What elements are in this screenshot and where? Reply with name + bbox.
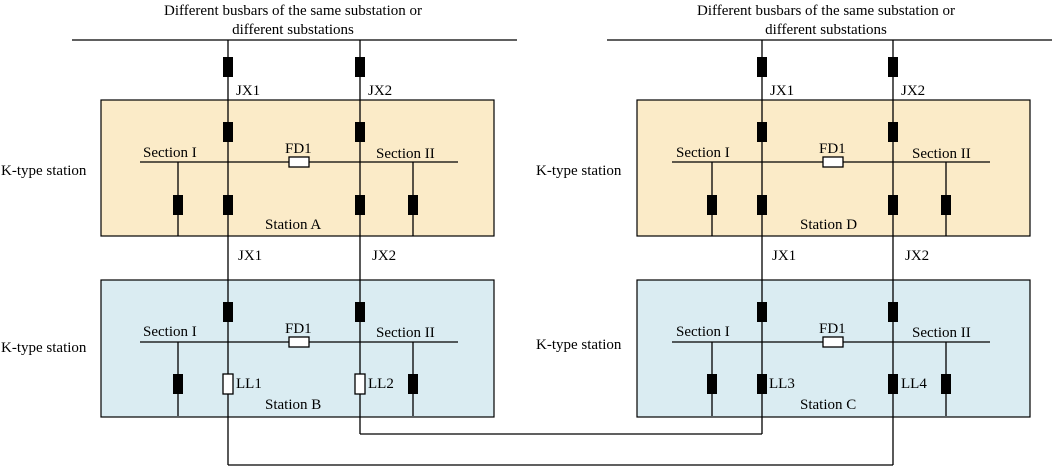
station-d-box	[636, 99, 1031, 237]
station-a-tie-label: FD1	[285, 141, 312, 157]
station-c-tie-label: FD1	[819, 321, 846, 337]
breaker-right-jx2-source	[888, 57, 898, 77]
station-c-type-label: K-type station	[536, 337, 622, 353]
station-d-name: Station D	[800, 217, 857, 233]
station-c-section-2: Section II	[912, 325, 971, 341]
breaker-station-c-right	[941, 374, 951, 394]
station-c-box	[636, 279, 1031, 418]
breaker-station-b-jx2-in	[355, 302, 365, 322]
breaker-station-c-left	[707, 374, 717, 394]
breaker-station-b-jx1-in	[223, 302, 233, 322]
station-a-section-2: Section II	[376, 146, 435, 162]
station-c-ll4-label: LL4	[901, 376, 927, 392]
station-b-section-1: Section I	[143, 324, 197, 340]
station-b-name: Station B	[265, 397, 321, 413]
station-b-ll2-label: LL2	[368, 376, 394, 392]
station-b-type-label: K-type station	[1, 340, 87, 356]
breaker-station-c-ll4	[888, 374, 898, 394]
breaker-station-b-ll1-open	[222, 373, 234, 395]
breaker-station-d-right	[941, 195, 951, 215]
breaker-station-d-jx1-out	[757, 195, 767, 215]
station-d-jx1-out-label: JX1	[772, 248, 796, 264]
breaker-station-a-jx1-out	[223, 195, 233, 215]
left-busbar-caption-line2: different substations	[232, 22, 354, 38]
station-a-section-1: Section I	[143, 145, 197, 161]
breaker-left-jx1-source	[223, 57, 233, 77]
station-d-section-1: Section I	[676, 145, 730, 161]
breaker-station-a-jx1-in	[223, 122, 233, 142]
station-d-type-label: K-type station	[536, 163, 622, 179]
breaker-station-c-jx2-in	[888, 302, 898, 322]
breaker-station-a-jx2-in	[355, 122, 365, 142]
breaker-station-d-jx2-out	[888, 195, 898, 215]
station-d-jx2-in-label: JX2	[901, 83, 925, 99]
station-a-jx1-in-label: JX1	[236, 83, 260, 99]
breaker-station-a-left	[173, 195, 183, 215]
station-c-ll3-label: LL3	[769, 376, 795, 392]
breaker-right-jx1-source	[757, 57, 767, 77]
breaker-station-c-jx1-in	[757, 302, 767, 322]
station-c-name: Station C	[800, 397, 856, 413]
station-b-tie-switch	[288, 336, 310, 348]
breaker-station-b-left	[173, 374, 183, 394]
breaker-station-d-left	[707, 195, 717, 215]
breaker-left-jx2-source	[355, 57, 365, 77]
station-c-section-1: Section I	[676, 324, 730, 340]
station-b-ll1-label: LL1	[236, 376, 262, 392]
station-a-jx1-out-label: JX1	[238, 248, 262, 264]
breaker-station-d-jx2-in	[888, 122, 898, 142]
station-a-type-label: K-type station	[1, 163, 87, 179]
station-b-tie-label: FD1	[285, 321, 312, 337]
station-b-section-2: Section II	[376, 325, 435, 341]
right-busbar-caption-line1: Different busbars of the same substation…	[697, 3, 955, 19]
station-a-tie-switch	[288, 156, 310, 168]
left-busbar-caption-line1: Different busbars of the same substation…	[164, 3, 422, 19]
breaker-station-a-jx2-out	[355, 195, 365, 215]
station-a-jx2-out-label: JX2	[372, 248, 396, 264]
station-d-tie-switch	[822, 156, 844, 168]
station-c-tie-switch	[822, 336, 844, 348]
station-b-box	[100, 279, 495, 418]
breaker-station-a-right	[408, 195, 418, 215]
station-a-name: Station A	[265, 217, 321, 233]
breaker-station-b-ll2-open	[354, 373, 366, 395]
breaker-station-d-jx1-in	[757, 122, 767, 142]
breaker-station-b-right	[408, 374, 418, 394]
station-d-jx2-out-label: JX2	[905, 248, 929, 264]
station-d-tie-label: FD1	[819, 141, 846, 157]
station-d-section-2: Section II	[912, 146, 971, 162]
station-a-box	[100, 99, 495, 237]
right-busbar-caption-line2: different substations	[765, 22, 887, 38]
station-d-jx1-in-label: JX1	[770, 83, 794, 99]
station-a-jx2-in-label: JX2	[368, 83, 392, 99]
breaker-station-c-ll3	[757, 374, 767, 394]
